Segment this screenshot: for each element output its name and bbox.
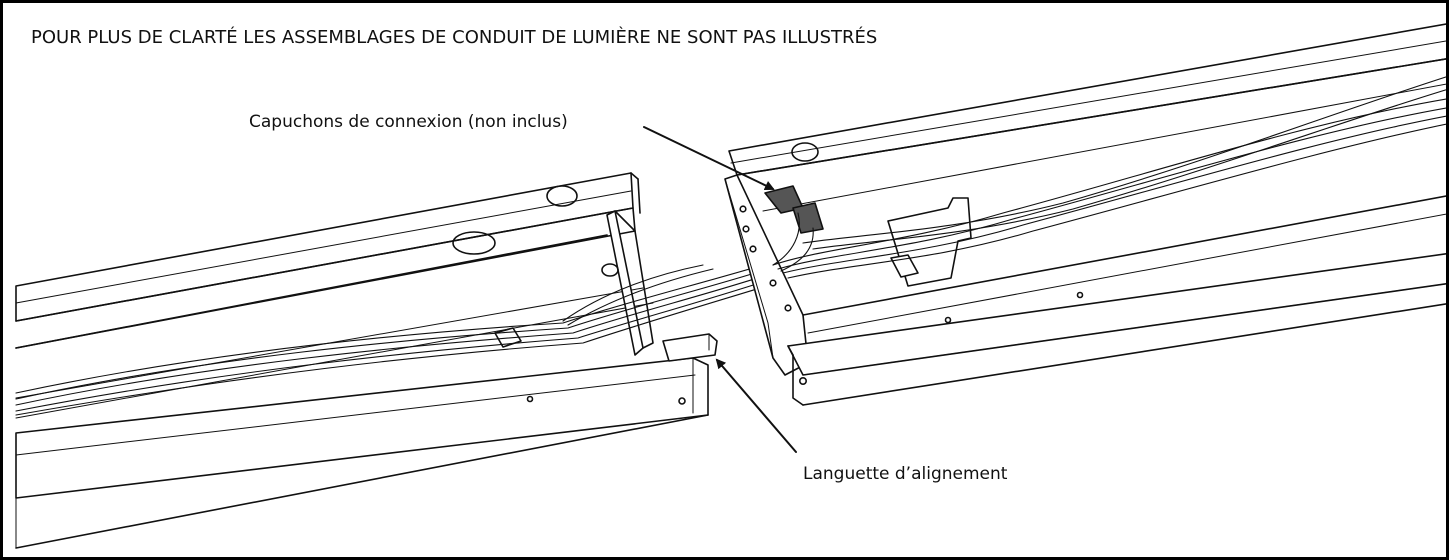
connector-caps-label: Capuchons de connexion (non inclus) bbox=[249, 112, 568, 132]
left-housing bbox=[15, 172, 784, 549]
clarity-note: POUR PLUS DE CLARTÉ LES ASSEMBLAGES DE C… bbox=[31, 27, 878, 48]
alignment-tab-arrow bbox=[715, 358, 797, 453]
luminaire-assembly-illustration bbox=[15, 23, 1446, 549]
connector-caps-arrow bbox=[643, 126, 775, 191]
alignment-tab-label: Languette d’alignement bbox=[803, 464, 1008, 484]
right-housing bbox=[724, 23, 1446, 406]
